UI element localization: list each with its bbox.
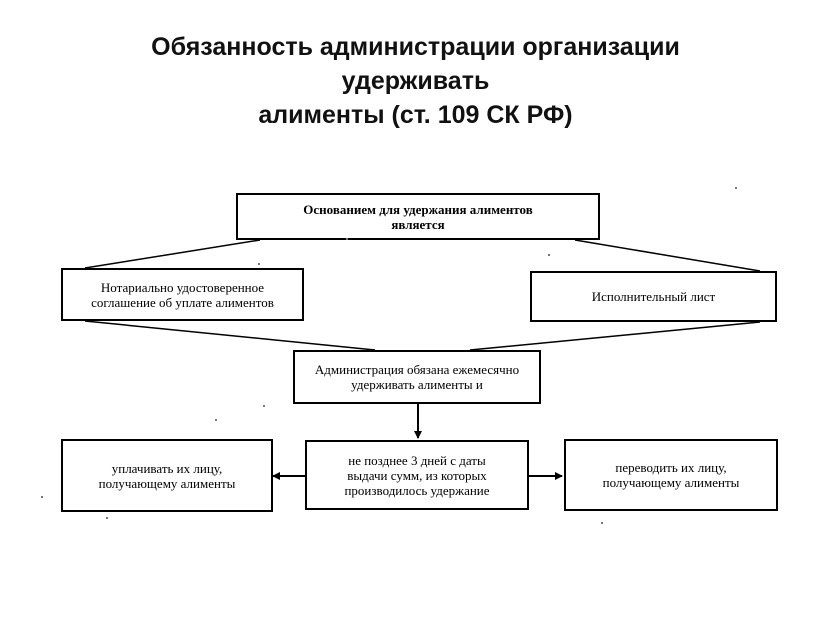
- notarial-line-1: Нотариально удостоверенное: [100, 279, 265, 295]
- transfer-line-2: получающему алименты: [602, 475, 740, 490]
- scan-speck: [735, 187, 737, 189]
- deadline-line-1: не позднее 3 дней с даты: [348, 452, 486, 468]
- connector-basis-to-notarial: [84, 239, 261, 269]
- deadline-box: не позднее 3 дней с даты выдачи сумм, из…: [305, 440, 529, 510]
- pay-line-1: уплачивать их лицу,: [111, 460, 223, 476]
- deadline-line-3: производилось удержание: [344, 482, 490, 498]
- slide-title: Обязанность администрации организации уд…: [0, 30, 831, 132]
- scan-speck: [601, 522, 603, 524]
- admin-line-1: Администрация обязана ежемесячно: [314, 362, 520, 377]
- scan-speck: [346, 238, 348, 240]
- scan-speck: [215, 419, 217, 421]
- scan-speck: [106, 517, 108, 519]
- connector-notarial-to-admin: [84, 320, 376, 351]
- notarial-agreement-box: Нотариально удостоверенное соглашение об…: [61, 268, 304, 321]
- basis-line-2: является: [391, 216, 445, 232]
- title-line-2: удерживать: [341, 67, 490, 95]
- connector-writ-to-admin: [469, 321, 761, 351]
- scan-speck: [258, 263, 260, 265]
- pay-line-2: получающему алименты: [98, 475, 236, 491]
- writ-line-1: Исполнительный лист: [591, 289, 716, 304]
- admin-obligation-box: Администрация обязана ежемесячно удержив…: [293, 350, 541, 404]
- scan-speck: [548, 254, 550, 256]
- writ-of-execution-box: Исполнительный лист: [530, 271, 777, 322]
- connector-basis-to-writ: [574, 239, 761, 272]
- basis-line-1: Основанием для удержания алиментов: [303, 201, 533, 217]
- pay-to-recipient-box: уплачивать их лицу, получающему алименты: [61, 439, 273, 512]
- deadline-line-2: выдачи сумм, из которых: [347, 467, 487, 483]
- transfer-line-1: переводить их лицу,: [615, 460, 727, 475]
- transfer-to-recipient-box: переводить их лицу, получающему алименты: [564, 439, 778, 511]
- notarial-line-2: соглашение об уплате алиментов: [91, 294, 274, 310]
- scan-speck: [263, 405, 265, 407]
- admin-line-2: удерживать алименты и: [351, 377, 483, 392]
- basis-box: Основанием для удержания алиментов являе…: [236, 193, 600, 240]
- title-line-3: алименты (ст. 109 СК РФ): [258, 101, 573, 129]
- title-line-1: Обязанность администрации организации: [151, 33, 680, 61]
- scan-speck: [41, 496, 43, 498]
